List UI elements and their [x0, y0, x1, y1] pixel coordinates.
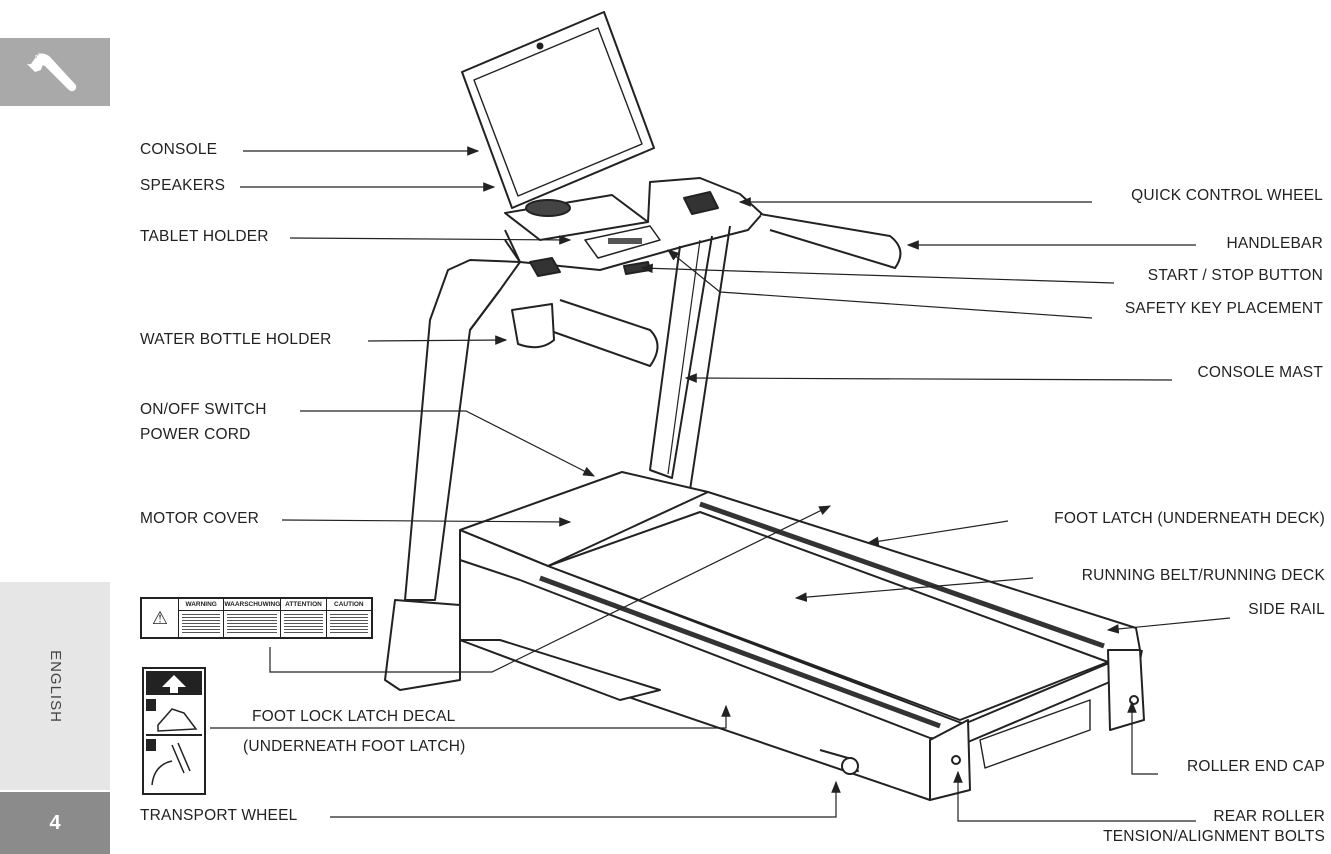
- label-start-stop-button: START / STOP BUTTON: [1147, 267, 1323, 284]
- label-handlebar: HANDLEBAR: [1226, 235, 1323, 252]
- page-number: 4: [0, 792, 110, 854]
- label-water-bottle-holder: WATER BOTTLE HOLDER: [140, 331, 332, 348]
- wrench-icon: [27, 42, 83, 103]
- label-roller-end-cap: ROLLER END CAP: [1186, 758, 1325, 775]
- warning-decal: ⚠ WARNING WAARSCHUWING ATTENTION CAUTION: [140, 597, 373, 639]
- label-rear-roller: REAR ROLLER: [1213, 808, 1325, 825]
- label-side-rail: SIDE RAIL: [1248, 601, 1325, 618]
- label-console: CONSOLE: [140, 141, 218, 158]
- label-running-belt: RUNNING BELT/RUNNING DECK: [1081, 567, 1325, 584]
- label-tension-alignment-bolts: TENSION/ALIGNMENT BOLTS: [1103, 828, 1325, 845]
- label-speakers: SPEAKERS: [140, 177, 226, 194]
- label-transport-wheel: TRANSPORT WHEEL: [140, 807, 298, 824]
- language-tab: ENGLISH: [0, 582, 110, 790]
- foot-lock-latch-decal-illustration: [142, 667, 206, 795]
- label-console-mast: CONSOLE MAST: [1197, 364, 1323, 381]
- label-on-off-switch: ON/OFF SWITCH: [140, 401, 267, 418]
- label-quick-control-wheel: QUICK CONTROL WHEEL: [1131, 187, 1323, 204]
- warning-triangle-icon: ⚠: [142, 599, 179, 637]
- label-foot-latch: FOOT LATCH (UNDERNEATH DECK): [1054, 510, 1325, 527]
- label-motor-cover: MOTOR COVER: [140, 510, 260, 527]
- label-underneath-foot-latch: (UNDERNEATH FOOT LATCH): [243, 738, 466, 755]
- label-foot-lock-latch-decal: FOOT LOCK LATCH DECAL: [252, 708, 456, 725]
- label-safety-key-placement: SAFETY KEY PLACEMENT: [1124, 300, 1323, 317]
- label-tablet-holder: TABLET HOLDER: [140, 228, 269, 245]
- tool-tab: [0, 38, 110, 106]
- label-power-cord: POWER CORD: [140, 426, 251, 443]
